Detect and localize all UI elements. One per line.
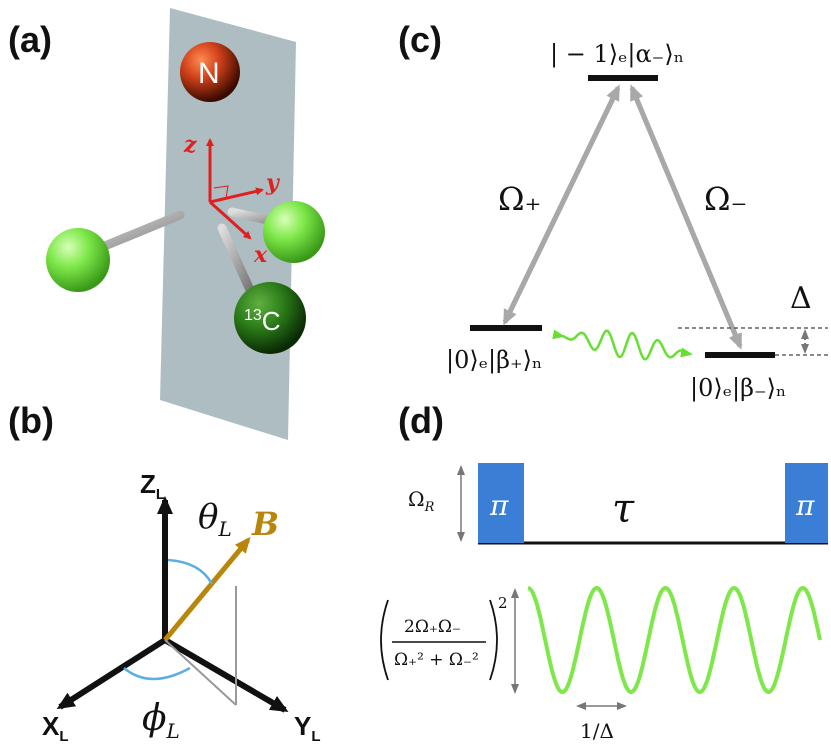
- amplitude-denominator: Ω₊² + Ω₋²: [394, 650, 479, 670]
- amplitude-power: 2: [498, 594, 508, 612]
- theta-label: θL: [198, 497, 232, 541]
- transition-plus-down: [502, 86, 621, 326]
- axis-x-arrow: [208, 200, 252, 240]
- panel-label-d: (d): [398, 400, 444, 441]
- carbon13-atom: [234, 282, 306, 354]
- pi-pulse-right-label: π: [795, 489, 815, 522]
- omega-minus-label: Ω₋: [704, 180, 747, 218]
- phi-label: ϕL: [142, 698, 180, 743]
- axis-y-arrow: [209, 187, 264, 204]
- axis-x-label: x: [253, 242, 268, 268]
- energy-level-diagram: | − 1⟩ₑ|α₋⟩ₙ |0⟩ₑ|β₊⟩ₙ |0⟩ₑ|β₋⟩ₙ Ω₊ Ω₋ Δ: [446, 40, 828, 403]
- carbon13-label: 13C: [244, 306, 281, 336]
- period-label: 1/Δ: [580, 719, 614, 743]
- theta-arc: [167, 558, 214, 585]
- omega-plus-label: Ω₊: [498, 180, 541, 218]
- hydrogen-atom-right: [263, 201, 325, 263]
- detuning-label: Δ: [790, 281, 812, 316]
- projection-line: [164, 639, 237, 706]
- coupling-wave: [552, 329, 693, 361]
- axis-right-angle-mark: [213, 185, 229, 199]
- bond-c13: [217, 223, 255, 295]
- lab-frame: ZL XL YL θL ϕL B: [42, 469, 321, 745]
- pi-pulse-left: [478, 463, 524, 543]
- lab-x-label: XL: [42, 711, 69, 745]
- transition-minus-up: [629, 84, 743, 347]
- paren-left: [380, 599, 389, 681]
- lab-z-label: ZL: [140, 469, 165, 503]
- rabi-frequency-label: ΩR: [408, 487, 435, 515]
- pi-pulse-right: [785, 463, 828, 543]
- left-state-label: |0⟩ₑ|β₊⟩ₙ: [446, 346, 542, 375]
- nitrogen-label: N: [198, 57, 220, 90]
- oscillation-signal: [527, 585, 822, 695]
- pulse-sequence: π π τ ΩR 1/Δ 2Ω₊Ω₋ Ω₊² + Ω₋² 2: [380, 463, 828, 743]
- panel-label-a: (a): [8, 19, 52, 60]
- lab-y-axis: [163, 637, 289, 713]
- axis-z-label: z: [183, 132, 197, 158]
- paren-right: [489, 599, 498, 681]
- field-vector: [163, 536, 251, 642]
- right-state-label: |0⟩ₑ|β₋⟩ₙ: [690, 374, 786, 403]
- top-state-label: | − 1⟩ₑ|α₋⟩ₙ: [550, 40, 684, 69]
- lab-x-axis: [56, 637, 167, 710]
- panel-label-b: (b): [8, 400, 54, 441]
- hydrogen-atom-left: [46, 228, 110, 292]
- pi-pulse-left-label: π: [489, 489, 509, 522]
- panel-label-c: (c): [398, 19, 442, 60]
- phi-arc: [123, 666, 191, 681]
- free-evolution-label: τ: [612, 486, 635, 532]
- amplitude-expression: 2Ω₊Ω₋ Ω₊² + Ω₋² 2: [380, 594, 508, 681]
- nitrogen-atom: [180, 42, 240, 102]
- nv-molecule: N 13C z y x: [46, 8, 325, 440]
- axis-y-label: y: [265, 170, 281, 196]
- amplitude-numerator: 2Ω₊Ω₋: [404, 617, 461, 637]
- bond-h-left: [90, 210, 185, 255]
- lab-y-label: YL: [294, 711, 321, 745]
- field-label: B: [251, 505, 279, 543]
